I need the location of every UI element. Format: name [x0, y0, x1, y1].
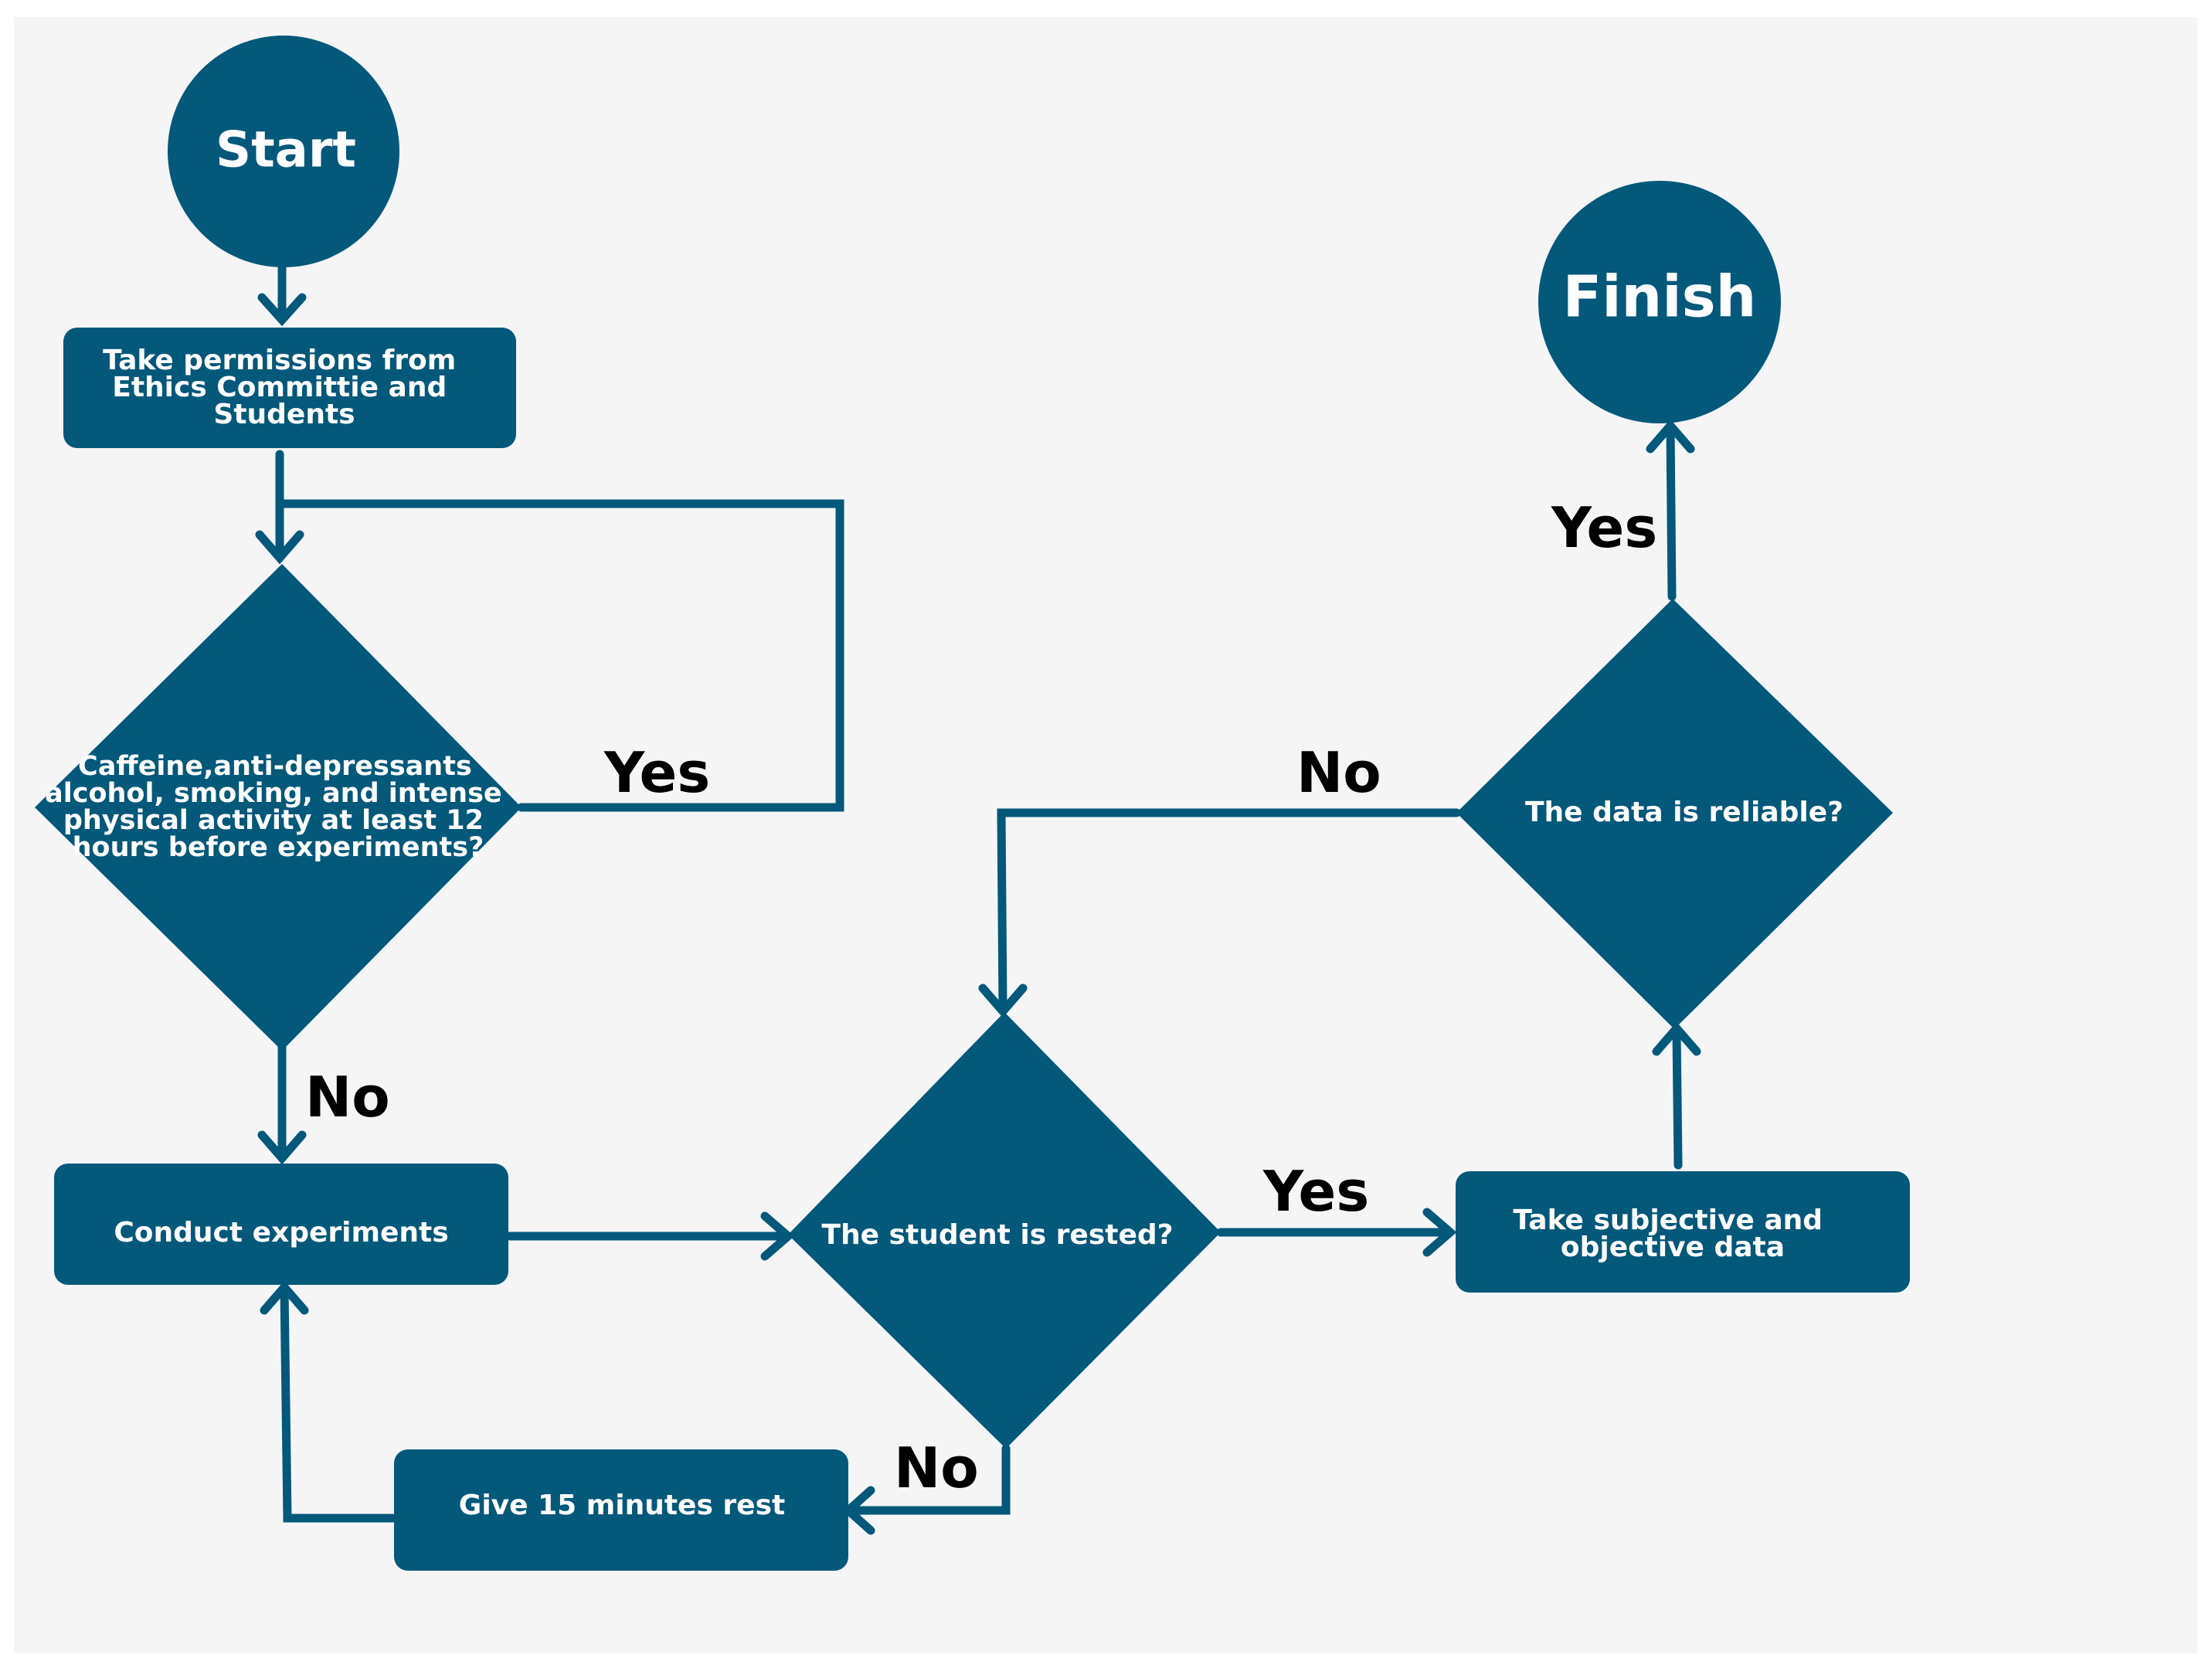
permissions-label-line-1: Take permissions from: [103, 345, 456, 376]
edge-reliable-yes-to-finish: [1666, 424, 1677, 601]
conduct-label: Conduct experiments: [114, 1217, 448, 1249]
finish-circle: [1538, 181, 1781, 423]
rest-label: Give 15 minutes rest: [459, 1490, 785, 1521]
arrowhead-finish-bottom: [1646, 419, 1695, 454]
data-label-line-2: objective data: [1561, 1232, 1785, 1263]
reliable-diamond: [1456, 599, 1893, 1029]
permissions-label-line-2: Ethics Committie and: [112, 372, 447, 403]
reliable-label: The data is reliable?: [1525, 797, 1843, 828]
caffeine-label-line-3: physical activity at least 12: [63, 805, 484, 836]
permissions-label: Take permissions from Ethics Committie a…: [103, 345, 466, 430]
edge-rested-no-to-rest: [845, 1444, 1011, 1515]
rest-node: Give 15 minutes rest: [394, 1449, 848, 1571]
caffeine-label-line-1: Caffeine,anti-depressants: [78, 751, 472, 782]
start-circle: [168, 36, 399, 267]
caffeine-yes-label: Yes: [603, 740, 710, 805]
conduct-node: Conduct experiments: [54, 1164, 508, 1285]
permissions-node: Take permissions from Ethics Committie a…: [63, 328, 516, 448]
caffeine-label-line-2: alcohol, smoking, and intense: [45, 778, 502, 809]
reliable-decision-node: The data is reliable?: [1456, 599, 1893, 1029]
edge-caffeine-yes-loop: [275, 499, 844, 812]
caffeine-decision-node: Caffeine,anti-depressants alcohol, smoki…: [35, 564, 522, 1051]
arrowhead-conduct-bottom: [260, 1280, 309, 1315]
arrowhead-data-left: [1422, 1208, 1457, 1257]
data-box: [1456, 1171, 1910, 1293]
arrowhead-permissions: [257, 293, 307, 327]
finish-label: Finish: [1563, 264, 1757, 331]
caffeine-diamond: [35, 564, 522, 1051]
rested-yes-label: Yes: [1262, 1159, 1369, 1224]
reliable-no-label: No: [1296, 740, 1381, 805]
caffeine-label-line-4: hours before experiments?: [73, 832, 484, 863]
data-node: Take subjective and objective data: [1456, 1171, 1910, 1293]
conduct-box: [54, 1164, 508, 1285]
finish-node: Finish: [1538, 181, 1781, 423]
edge-rest-to-conduct: [280, 1286, 397, 1523]
rested-no-label: No: [894, 1435, 979, 1500]
arrowhead-caffeine: [255, 530, 304, 565]
rested-decision-node: The student is rested?: [788, 1012, 1221, 1449]
data-label-line-1: Take subjective and: [1513, 1204, 1823, 1236]
data-label: Take subjective and objective data: [1513, 1204, 1832, 1263]
start-label: Start: [216, 122, 356, 179]
permissions-box: [63, 328, 516, 448]
rested-label: The student is rested?: [821, 1219, 1173, 1251]
arrowhead-conduct-top: [257, 1130, 307, 1165]
permissions-label-line-3: Students: [213, 399, 355, 430]
start-node: Start: [168, 36, 399, 267]
rest-box: [394, 1449, 848, 1571]
arrowhead-rested-top: [978, 984, 1028, 1018]
edge-reliable-no-to-rested: [997, 808, 1461, 1013]
arrowhead-rested-left: [760, 1211, 795, 1261]
arrowhead-reliable-bottom: [1652, 1021, 1701, 1056]
caffeine-label: Caffeine,anti-depressants alcohol, smoki…: [45, 751, 511, 863]
rested-diamond: [788, 1012, 1221, 1449]
edge-data-to-reliable: [1672, 1027, 1683, 1170]
reliable-yes-label: Yes: [1551, 495, 1657, 560]
caffeine-no-label: No: [305, 1065, 390, 1130]
